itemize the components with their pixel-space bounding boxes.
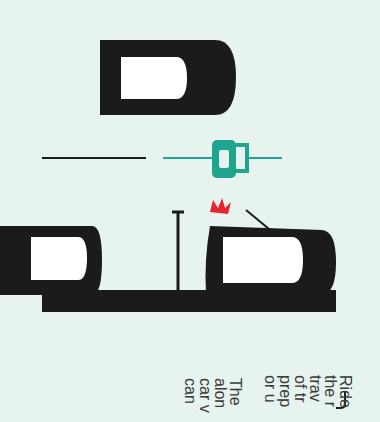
lane-line — [42, 157, 146, 159]
curb — [42, 290, 336, 312]
body-text-line: alon — [212, 378, 228, 408]
body-text-line: the r — [322, 375, 338, 407]
body-text-line: The — [227, 378, 243, 406]
body-text-line: prep — [277, 375, 293, 407]
car-window — [120, 56, 188, 100]
parked-car — [100, 40, 236, 115]
parked-car — [0, 226, 102, 295]
body-text-line: of tr — [292, 375, 308, 403]
cyclist-handlebar — [236, 145, 247, 171]
body-text-line: Ride — [337, 375, 353, 408]
sign-pole — [177, 212, 180, 290]
cyclist-path — [248, 157, 282, 159]
body-text-line: trav — [307, 375, 323, 402]
car-window — [222, 236, 304, 284]
car-window — [30, 236, 88, 281]
body-text-line: or u — [262, 375, 278, 403]
cyclist-path — [163, 157, 212, 159]
body-text-line: car v — [197, 378, 213, 413]
dooring-car — [206, 226, 337, 294]
sign-pole-top — [172, 211, 184, 214]
body-text-line: can — [182, 378, 198, 404]
cyclist-detail — [219, 150, 229, 168]
cyclist-body — [212, 140, 236, 178]
crash-mark — [210, 198, 231, 214]
